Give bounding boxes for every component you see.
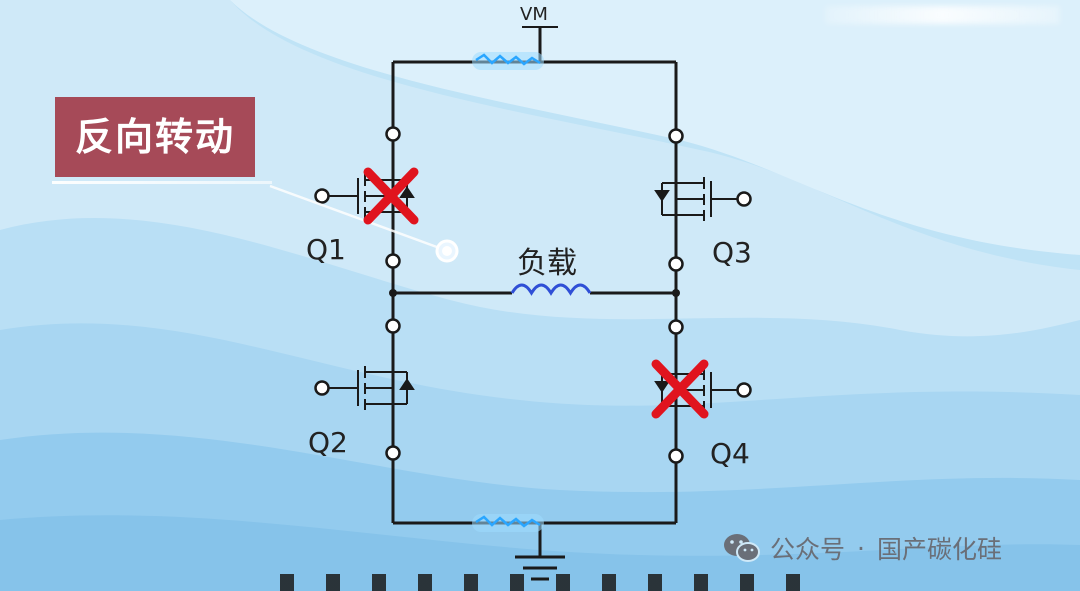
separator: ·	[857, 533, 865, 563]
spark-bottom	[472, 514, 544, 532]
mosfet-q3	[654, 177, 737, 221]
watermark: 公众号 · 国产碳化硅	[722, 530, 1002, 566]
subtitle-cropped	[280, 574, 820, 591]
wechat-icon	[724, 534, 760, 562]
mosfet-q2	[329, 366, 415, 410]
spark-top	[472, 52, 544, 70]
q2-label: Q2	[308, 426, 348, 459]
load-label: 负载	[517, 246, 577, 281]
account-type-label: 公众号	[770, 535, 846, 564]
banner-pointer-line	[52, 181, 272, 184]
account-name-label: 国产碳化硅	[876, 535, 1002, 564]
top-fade-overlay	[825, 6, 1060, 24]
junction-right	[672, 289, 680, 297]
q3-label: Q3	[712, 236, 752, 269]
terminals	[314, 126, 752, 464]
inductor-coil	[510, 283, 592, 296]
pointer-dot	[269, 184, 459, 263]
cross-icon-q4	[651, 359, 709, 419]
junction-left	[389, 289, 397, 297]
q1-label: Q1	[306, 233, 346, 266]
q4-label: Q4	[710, 437, 750, 470]
wires	[391, 26, 678, 557]
cross-icon-q1	[363, 167, 419, 225]
supply-label: VM	[520, 4, 548, 25]
direction-banner: 反向转动	[55, 97, 255, 177]
